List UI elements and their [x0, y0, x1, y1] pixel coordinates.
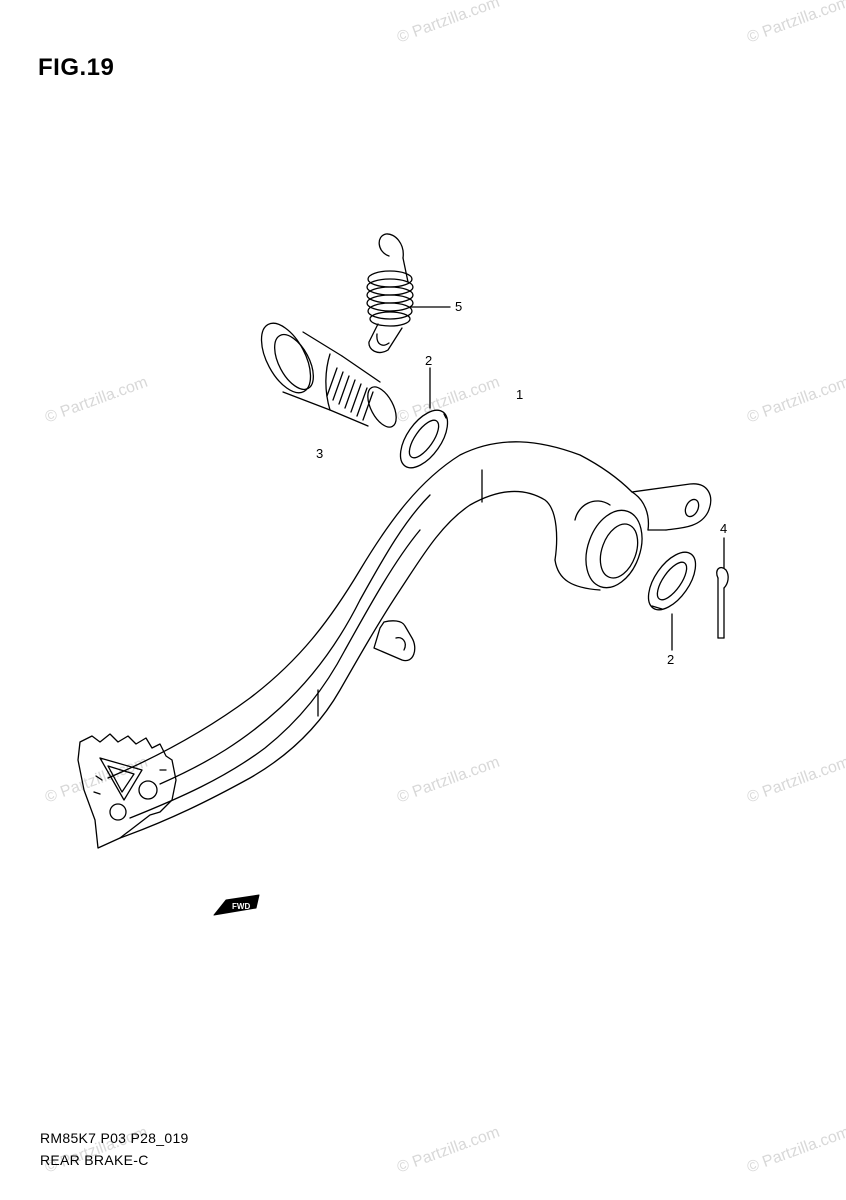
model-code: RM85K7 P03 P28_019	[40, 1130, 189, 1146]
spring-part-5	[366, 233, 414, 354]
callout-3: 3	[316, 446, 324, 461]
callout-2-lower: 2	[667, 652, 675, 667]
fwd-arrow-icon: FWD	[213, 894, 260, 916]
washer-part-2-lower	[647, 551, 697, 611]
callout-4: 4	[720, 521, 728, 536]
svg-text:FWD: FWD	[232, 902, 250, 911]
callout-2-upper: 2	[425, 353, 433, 368]
pivot-bolt-part-3	[260, 322, 397, 428]
cotter-pin-part-4	[716, 566, 729, 639]
figure-title: FIG.19	[38, 54, 115, 81]
callout-leaders	[409, 306, 725, 651]
section-name: REAR BRAKE-C	[40, 1152, 149, 1168]
callout-5: 5	[455, 299, 463, 314]
washer-part-2-upper	[399, 409, 449, 469]
callout-1: 1	[516, 387, 524, 402]
brake-pedal-part-1	[77, 441, 712, 849]
